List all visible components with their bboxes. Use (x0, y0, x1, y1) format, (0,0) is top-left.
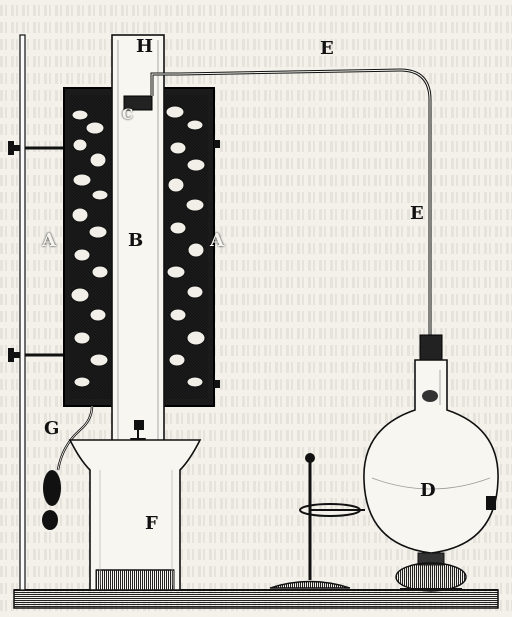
label-d: D (420, 480, 436, 501)
flask-stand (395, 552, 467, 592)
left-clamp-screw-upper (8, 141, 20, 155)
label-a-right: A (210, 230, 224, 251)
label-e-top: E (320, 38, 334, 59)
inner-tube-c (123, 95, 153, 111)
base-board (13, 589, 499, 609)
left-clamp-screw-lower (8, 348, 20, 362)
label-h: H (136, 36, 154, 57)
ring-stand (269, 453, 365, 589)
flask-d (363, 334, 499, 592)
label-c: C (122, 107, 134, 123)
support-rod-h (8, 34, 64, 591)
label-e-right: E (410, 203, 424, 224)
label-f: F (145, 513, 158, 534)
receiving-vessel-f (68, 439, 202, 591)
label-a-left: A (42, 230, 56, 251)
label-g: G (44, 418, 60, 439)
delivery-tube-e (150, 68, 432, 335)
label-b: B (128, 230, 144, 251)
siphon-tube-g (42, 405, 94, 530)
inner-cylinder-b (111, 34, 165, 456)
